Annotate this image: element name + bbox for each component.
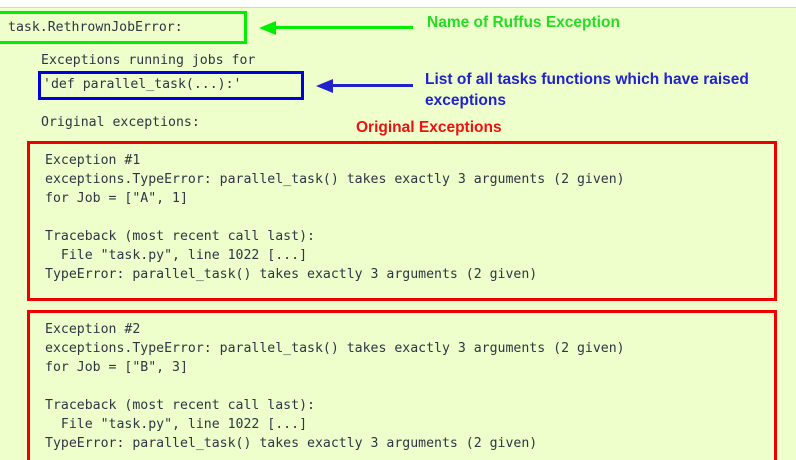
top-divider-rule: [0, 0, 796, 8]
task-signature-text: 'def parallel_task(...):': [43, 77, 242, 92]
exception-name-annotation: Name of Ruffus Exception: [427, 14, 620, 31]
exception-name-highlight-box: [0, 11, 247, 44]
original-exceptions-annotation: Original Exceptions: [356, 119, 502, 136]
task-list-annotation: List of all tasks functions which have r…: [425, 71, 749, 109]
original-exceptions-label: Original exceptions:: [41, 115, 200, 130]
task-signature-highlight-box: [38, 71, 304, 100]
blue-arrow-head-icon: [316, 79, 333, 93]
task-list-intro-text: Exceptions running jobs for: [41, 53, 256, 68]
exception-name-text: task.RethrownJobError:: [8, 20, 183, 35]
blue-arrow-line-icon: [332, 84, 413, 87]
exception-block-1-text: Exception #1 exceptions.TypeError: paral…: [45, 153, 625, 282]
green-arrow-head-icon: [259, 21, 276, 35]
exception-block-1-box: [27, 141, 777, 301]
exception-block-2-text: Exception #2 exceptions.TypeError: paral…: [45, 322, 625, 451]
green-arrow-line-icon: [275, 26, 413, 29]
exception-block-2-box: [27, 310, 777, 460]
